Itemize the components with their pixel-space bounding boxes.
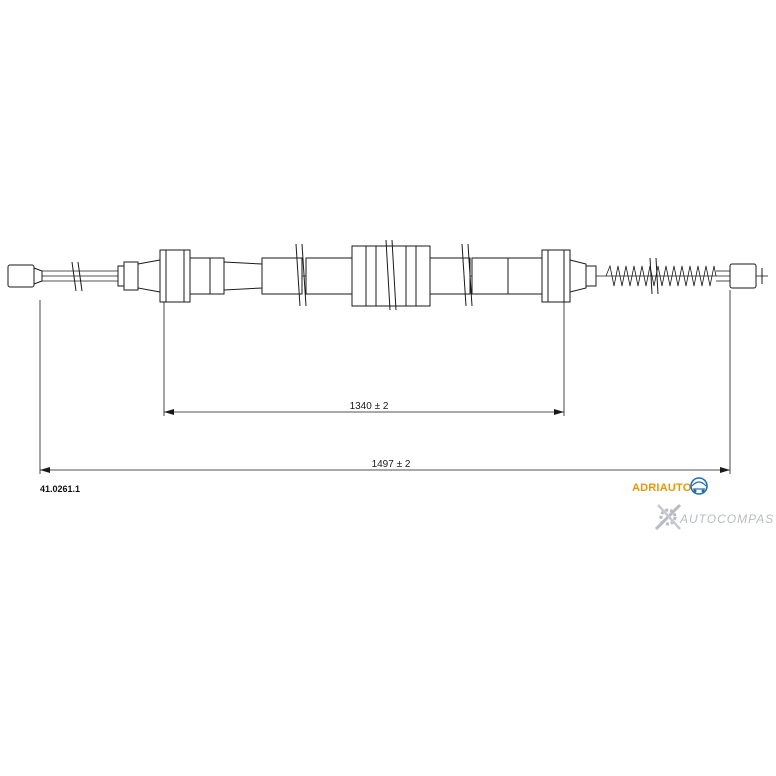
right-mounting-bracket	[541, 249, 597, 303]
right-casing-tube	[429, 243, 543, 307]
left-ferrule	[117, 261, 139, 291]
left-break-mark	[42, 261, 118, 292]
left-mounting-bracket	[137, 249, 263, 303]
dimension-overall: 1497 ± 2	[40, 459, 730, 473]
left-end-nipple	[7, 264, 43, 288]
dimension-inner-label: 1340 ± 2	[350, 401, 389, 412]
gear-wrench-icon	[654, 503, 682, 531]
left-casing-tube	[261, 243, 353, 307]
center-grommet	[351, 239, 431, 311]
part-number: 41.0261.1	[40, 484, 80, 494]
watermark-text: AUTOCOMPAS	[679, 512, 774, 526]
right-end-nipple	[729, 263, 768, 289]
return-spring	[605, 257, 730, 295]
brand-name: ADRIAUTO	[632, 482, 692, 494]
watermark: AUTOCOMPAS	[654, 503, 774, 531]
dimension-overall-label: 1497 ± 2	[372, 459, 411, 470]
extension-lines	[39, 290, 731, 474]
globe-car-icon	[690, 477, 708, 495]
brand-logo: ADRIAUTO	[632, 477, 708, 495]
dimension-inner: 1340 ± 2	[164, 401, 564, 415]
